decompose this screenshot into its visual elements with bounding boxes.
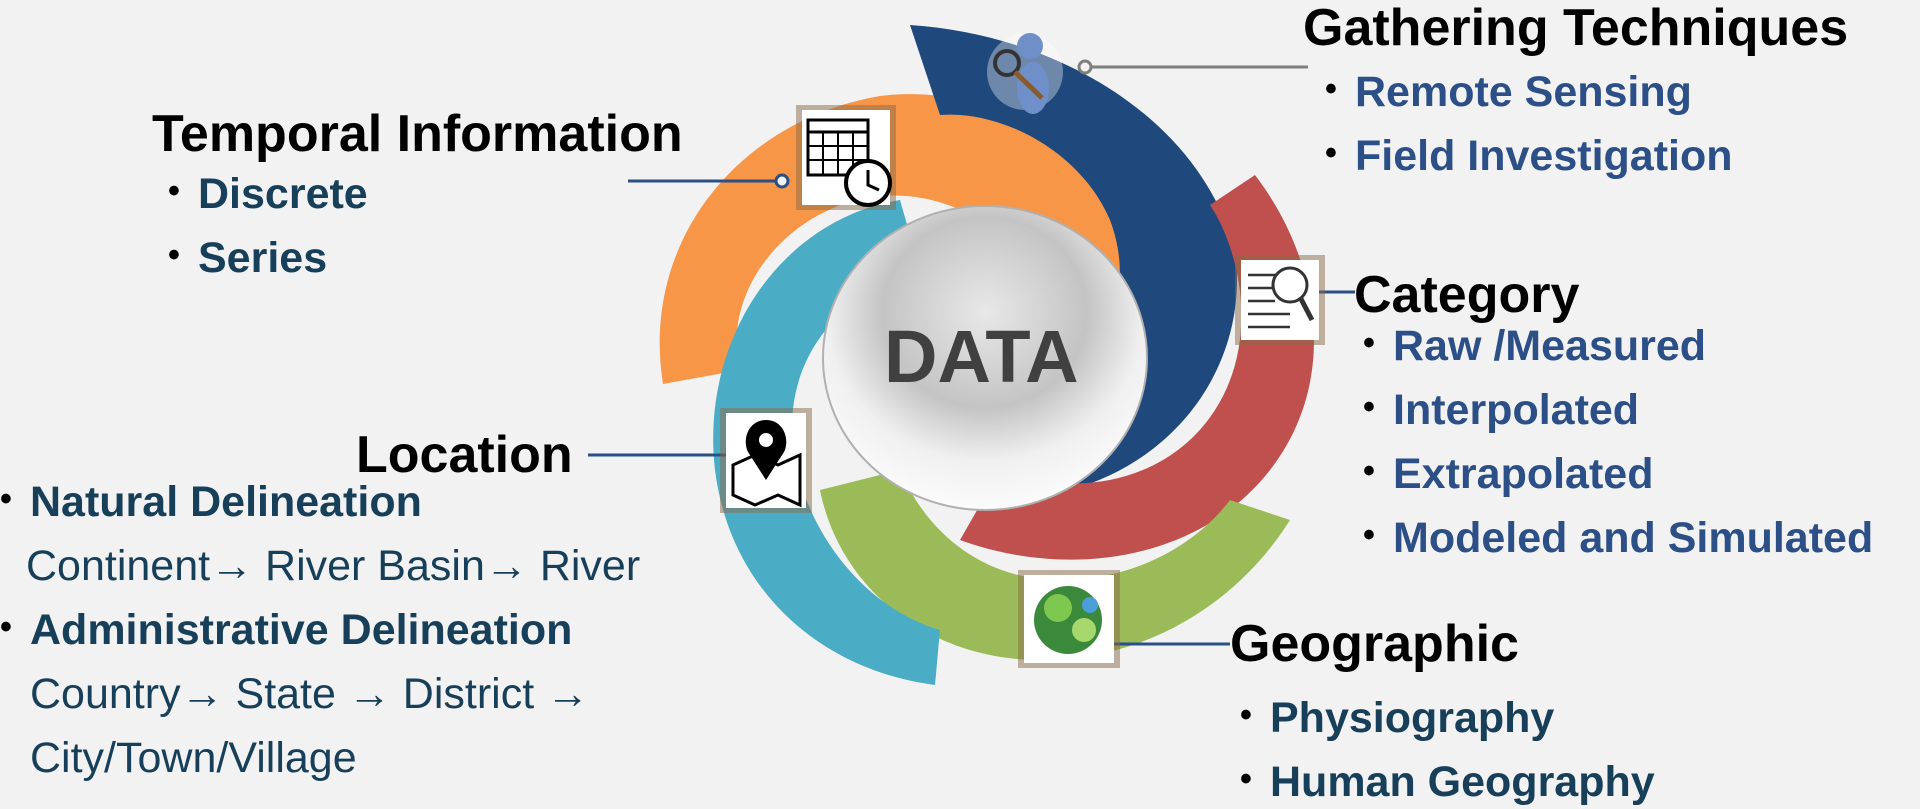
center-disc bbox=[822, 205, 1148, 511]
temporal-segment bbox=[659, 94, 1150, 385]
temporal-item-discrete: Discrete bbox=[168, 170, 368, 219]
geographic-item-physiography: Physiography bbox=[1240, 694, 1554, 743]
document-search-icon bbox=[1235, 255, 1325, 345]
map-pin-icon bbox=[720, 408, 812, 513]
geographic-segment bbox=[820, 470, 1290, 660]
geographic-item-human-geography: Human Geography bbox=[1240, 758, 1655, 807]
gathering-segment bbox=[910, 25, 1238, 490]
globe-plant-icon bbox=[1018, 570, 1120, 668]
magnifier-person-icon bbox=[987, 33, 1063, 114]
location-administrative-chain-2: City/Town/Village bbox=[30, 734, 357, 782]
location-natural-label: Natural Delineation bbox=[0, 478, 422, 527]
gathering-item-remote-sensing: Remote Sensing bbox=[1325, 68, 1692, 117]
calendar-clock-icon bbox=[796, 105, 896, 210]
category-item-interpolated: Interpolated bbox=[1363, 386, 1639, 435]
gathering-title: Gathering Techniques bbox=[1303, 0, 1849, 57]
location-administrative-label: Administrative Delineation bbox=[0, 606, 572, 655]
location-administrative-chain-1: Country→ State → District → bbox=[30, 670, 590, 718]
gathering-item-field-investigation: Field Investigation bbox=[1325, 132, 1732, 181]
geographic-title: Geographic bbox=[1230, 615, 1519, 673]
temporal-title: Temporal Information bbox=[152, 105, 683, 163]
category-item-raw: Raw /Measured bbox=[1363, 322, 1706, 371]
temporal-item-series: Series bbox=[168, 234, 327, 283]
category-title: Category bbox=[1354, 266, 1580, 324]
center-label: DATA bbox=[884, 315, 1079, 398]
location-title: Location bbox=[356, 426, 573, 484]
category-item-extrapolated: Extrapolated bbox=[1363, 450, 1654, 499]
location-natural-chain: Continent→ River Basin→ River bbox=[26, 542, 641, 590]
location-segment bbox=[713, 200, 940, 685]
category-item-modeled: Modeled and Simulated bbox=[1363, 514, 1873, 563]
category-segment bbox=[960, 175, 1314, 560]
